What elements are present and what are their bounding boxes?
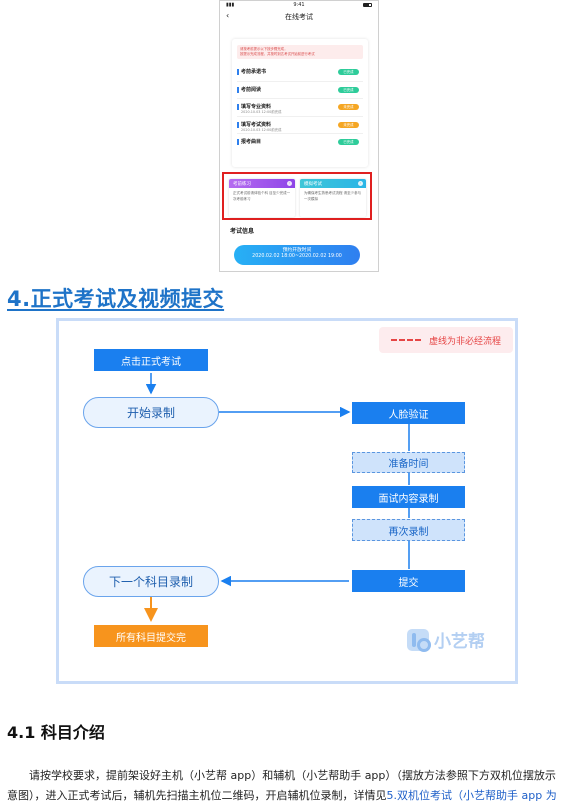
node-prep-time: 准备时间	[352, 452, 465, 473]
subsection-title: 4.1 科目介绍	[7, 723, 105, 742]
step-item[interactable]: 填写考试资料 2020.10.03 12:00前完成 未完成	[237, 117, 363, 134]
section-heading: 4.正式考试及视频提交	[7, 287, 225, 311]
nav-bar: ‹ 在线考试	[220, 9, 378, 23]
nav-title: 在线考试	[285, 13, 313, 21]
phone-mockup: ▮▮▮ 9:41 ‹ 在线考试 请按考前提示以下按步骤完成， 按提示完成流程，并…	[219, 0, 379, 272]
practice-card[interactable]: 考前练习 › 正式考试前请体验个科 目至少完成一次考前练习	[229, 179, 295, 217]
node-interview-record: 面试内容录制	[352, 486, 465, 508]
step-marker	[237, 86, 239, 93]
legend-text: 虚线为非必经流程	[429, 337, 502, 347]
flow-connectors	[144, 373, 410, 622]
node-all-submitted: 所有科目提交完	[94, 625, 208, 647]
highlight-box: 考前练习 › 正式考试前请体验个科 目至少完成一次考前练习 模拟考试 › 为确保考生…	[222, 172, 372, 220]
flowchart: 虚线为非必经流程 点击正式考试 开始录制 人脸验证 准备时间 面试内容录制 再次…	[56, 318, 518, 684]
exam-info-label: 考试信息	[230, 228, 255, 235]
notice-line: 按提示完成流程，并按时到达考试开始前进行考试	[240, 52, 315, 56]
start-button-label: 预约开放时间	[282, 248, 312, 253]
step-marker	[237, 104, 239, 110]
practice-card-body: 正式考试前请体验个科 目至少完成一次考前练习	[233, 191, 291, 201]
battery-icon	[363, 3, 372, 7]
step-marker	[237, 121, 239, 128]
status-badge: 已完成	[338, 69, 359, 75]
legend: 虚线为非必经流程	[379, 327, 513, 353]
status-time: 9:41	[293, 2, 305, 8]
practice-card-title: 考前练习	[233, 182, 251, 187]
node-submit: 提交	[352, 570, 465, 592]
status-badge: 已完成	[338, 139, 359, 145]
body-paragraph: 请按学校要求，提前架设好主机（小艺帮 app）和辅机（小艺帮助手 app）（摆放…	[7, 766, 563, 805]
step-marker	[237, 69, 239, 75]
step-name: 填写专业资料	[241, 104, 272, 110]
arrow-icon: ›	[287, 181, 292, 186]
status-bar: ▮▮▮ 9:41	[220, 1, 378, 9]
logo-icon	[407, 628, 431, 652]
start-button-time: 2020.02.02 18:00~2020.02.02 19:00	[252, 254, 342, 259]
step-name: 考前阅读	[241, 86, 262, 93]
node-start-record: 开始录制	[83, 397, 219, 428]
logo-text: 小艺帮	[434, 632, 485, 652]
mock-exam-card-title: 模拟考试	[304, 182, 322, 187]
node-next-subject: 下一个科目录制	[83, 566, 219, 597]
start-exam-button[interactable]: 预约开放时间 2020.02.02 18:00~2020.02.02 19:00	[234, 245, 360, 265]
node-face-verify: 人脸验证	[352, 402, 465, 424]
step-name: 填写考试资料	[241, 121, 272, 128]
step-deadline: 2020.10.03 12:00前完成	[241, 127, 282, 132]
steps-card: 请按考前提示以下按步骤完成， 按提示完成流程，并按时到达考试开始前进行考试 考前…	[232, 39, 368, 167]
status-badge: 已完成	[338, 86, 359, 93]
mock-exam-card-body: 为确保考生熟悉考试流程 请至少参与一次模拟	[304, 191, 362, 201]
step-item[interactable]: 考前阅读 已完成	[237, 82, 363, 99]
paragraph-text: 请按学校要求，提前架设好主机（小艺帮 app）和辅机（小艺帮助手 app）（摆放…	[7, 769, 556, 802]
step-deadline: 2020.10.03 12:00前完成	[241, 110, 282, 114]
reference-link[interactable]: 5.双机位考试（小艺帮助手 app 为	[386, 789, 557, 802]
signal-icon: ▮▮▮	[226, 2, 235, 8]
mock-exam-card[interactable]: 模拟考试 › 为确保考生熟悉考试流程 请至少参与一次模拟	[300, 179, 366, 217]
node-click-exam: 点击正式考试	[94, 349, 208, 371]
brand-logo: 小艺帮	[407, 627, 485, 652]
step-item[interactable]: 报考曲目 已完成	[237, 134, 363, 152]
status-badge: 未完成	[338, 121, 359, 128]
step-name: 考前承诺书	[241, 69, 267, 75]
status-badge: 未完成	[338, 104, 359, 110]
dashed-line-icon	[391, 339, 421, 341]
step-item[interactable]: 填写专业资料 2020.10.03 12:00前完成 未完成	[237, 99, 363, 117]
step-marker	[237, 139, 239, 145]
arrow-icon: ›	[358, 181, 363, 186]
step-name: 报考曲目	[241, 139, 262, 145]
notice-banner: 请按考前提示以下按步骤完成， 按提示完成流程，并按时到达考试开始前进行考试	[237, 45, 363, 59]
node-re-record: 再次录制	[352, 519, 465, 541]
notice-line: 请按考前提示以下按步骤完成，	[240, 47, 288, 51]
step-item[interactable]: 考前承诺书 已完成	[237, 64, 363, 82]
back-icon[interactable]: ‹	[226, 11, 230, 20]
